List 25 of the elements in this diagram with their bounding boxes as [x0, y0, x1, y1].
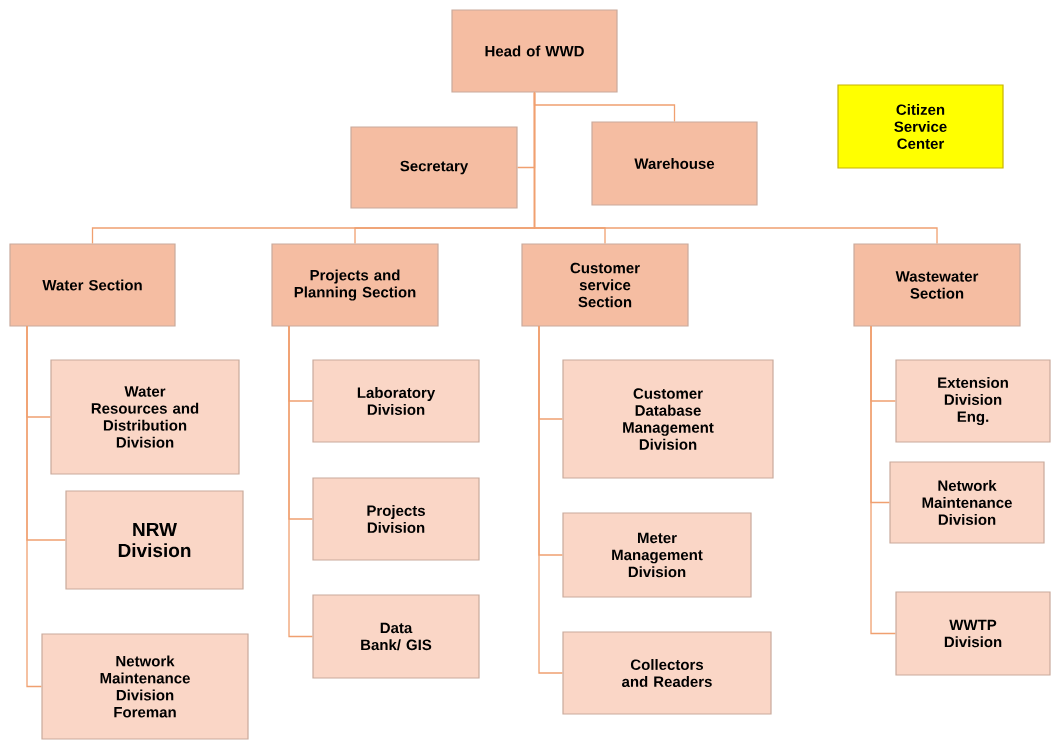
org-box: WWTP Division — [895, 591, 1051, 676]
connector-line — [288, 325, 314, 638]
org-box: Secretary — [350, 126, 518, 209]
org-box: NRW Division — [65, 490, 244, 590]
connector-line — [26, 325, 43, 688]
org-box: Collectors and Readers — [562, 631, 772, 715]
org-box: Network Maintenance Division Foreman — [41, 633, 249, 740]
org-box: Citizen Service Center — [837, 84, 1004, 169]
org-box: Water Section — [9, 243, 176, 327]
connector-line — [870, 325, 897, 635]
org-box: Projects Division — [312, 477, 480, 561]
org-box: Wastewater Section — [853, 243, 1021, 327]
org-box: Projects and Planning Section — [271, 243, 439, 327]
connector-line — [533, 91, 938, 245]
org-box: Water Resources and Distribution Division — [50, 359, 240, 475]
org-box: Extension Division Eng. — [895, 359, 1051, 443]
org-box: Warehouse — [591, 121, 758, 206]
org-box: Data Bank/ GIS — [312, 594, 480, 679]
org-box: Customer Database Management Division — [562, 359, 774, 479]
org-box: Network Maintenance Division — [889, 461, 1045, 544]
org-box: Customer service Section — [521, 243, 689, 327]
org-box: Meter Management Division — [562, 512, 752, 598]
org-box: Laboratory Division — [312, 359, 480, 443]
org-box: Head of WWD — [451, 9, 618, 93]
connector-line — [538, 325, 564, 674]
